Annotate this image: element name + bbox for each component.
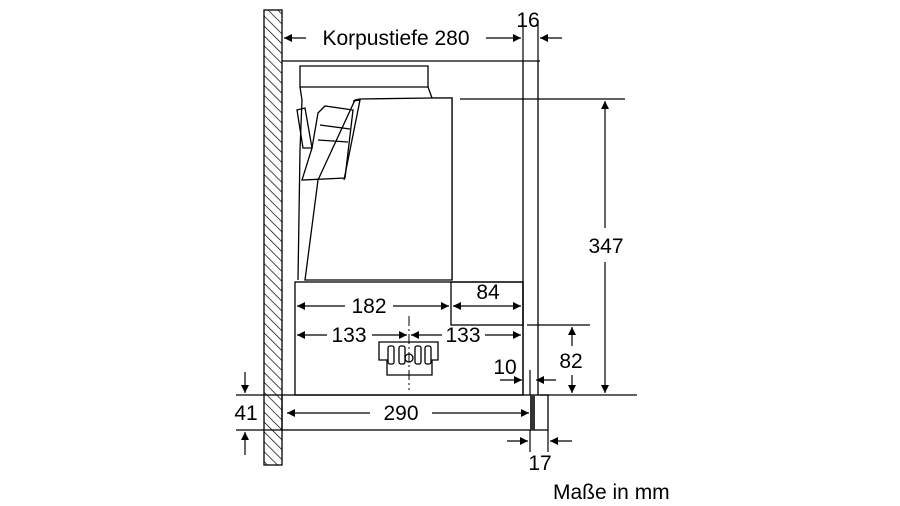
dim-182: 182 — [351, 295, 386, 318]
wall-hatched — [263, 9, 283, 466]
dim-84: 84 — [476, 281, 500, 304]
dim-17: 17 — [528, 452, 551, 475]
dim-133-left: 133 — [331, 324, 366, 347]
appliance-body — [296, 65, 453, 281]
dim-290: 290 — [383, 402, 418, 425]
fan-bracket — [378, 316, 439, 390]
dim-347: 347 — [588, 235, 623, 258]
dim-korpustiefe: Korpustiefe 280 — [322, 27, 469, 50]
dimension-lines — [236, 20, 637, 455]
dim-82: 82 — [559, 350, 582, 373]
dim-133-right: 133 — [445, 324, 480, 347]
bottom-panel — [281, 394, 549, 431]
units-note: Maße in mm — [553, 481, 670, 504]
dim-10: 10 — [493, 356, 516, 379]
dim-16: 16 — [516, 9, 539, 32]
dim-41: 41 — [234, 402, 257, 425]
